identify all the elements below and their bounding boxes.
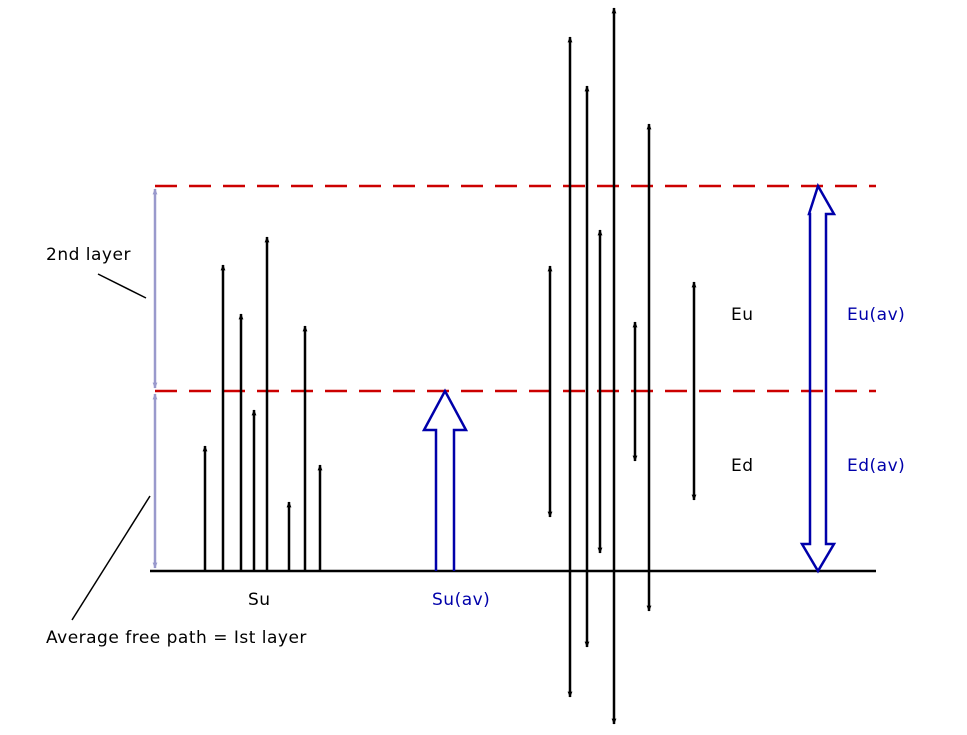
ed-av-label: Ed(av) — [847, 456, 905, 476]
e-av-hollow-double-arrow — [799, 182, 837, 574]
ed-label: Ed — [731, 456, 754, 476]
second-layer-label: 2nd layer — [46, 245, 131, 265]
su-label: Su — [248, 590, 271, 610]
average-free-path-label: Average free path = Ist layer — [46, 628, 307, 648]
su-arrows — [202, 236, 323, 571]
e-arrows — [547, 7, 697, 725]
eu-av-label: Eu(av) — [847, 305, 905, 325]
eu-label: Eu — [731, 305, 754, 325]
first-layer-leader — [71, 495, 151, 621]
su-av-label: Su(av) — [432, 590, 490, 610]
su-av-hollow-arrow — [421, 388, 469, 571]
second-layer-leader — [97, 273, 147, 299]
